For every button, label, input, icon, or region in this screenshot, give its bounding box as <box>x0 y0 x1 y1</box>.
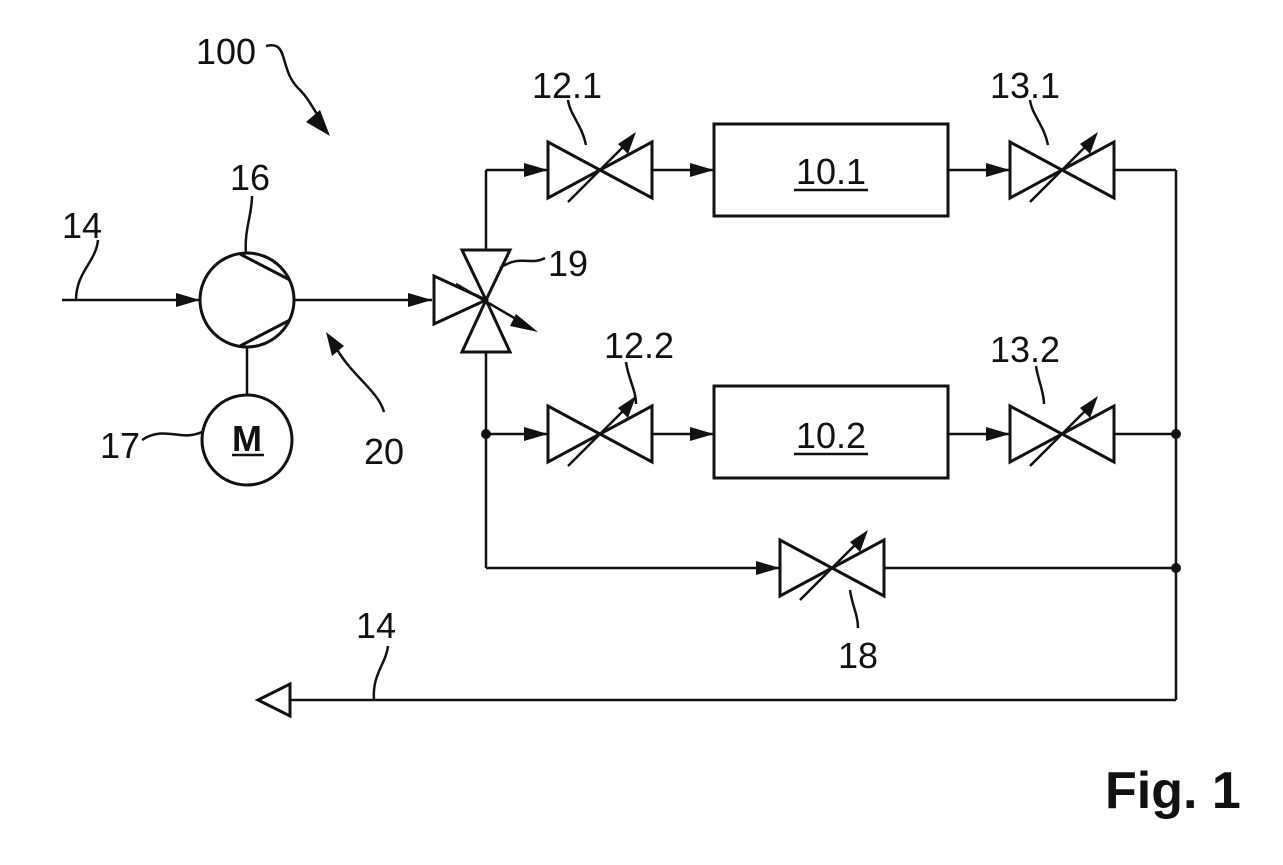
figure-label: Fig. 1 <box>1105 762 1241 820</box>
leader-line <box>334 344 384 412</box>
outlet-valve-symbol <box>1010 132 1114 202</box>
three-way-valve-label: 19 <box>548 243 588 284</box>
outlet-valve-1-label: 13.1 <box>990 65 1060 106</box>
flow-arrow <box>408 293 432 307</box>
return-outlet-symbol <box>258 684 290 716</box>
inlet-valve-symbol <box>548 132 652 202</box>
inlet-valve-1-label: 12.1 <box>532 65 602 106</box>
compressor-symbol <box>200 253 294 347</box>
motor-label: 17 <box>100 425 140 466</box>
motor-symbol-text: M <box>232 418 262 459</box>
flow-arrow <box>690 427 714 441</box>
component-1-label: 10.1 <box>796 151 866 192</box>
leader-line <box>76 240 98 300</box>
inlet-line-label: 14 <box>62 205 102 246</box>
outlet-valve-symbol <box>1010 396 1114 466</box>
component-2-label: 10.2 <box>796 415 866 456</box>
flow-arrow <box>306 110 330 136</box>
return-line-label: 14 <box>356 605 396 646</box>
leader-line <box>142 432 202 440</box>
bypass-valve-symbol <box>780 530 884 600</box>
inlet-valve-symbol <box>548 396 652 466</box>
leader-line <box>246 196 252 254</box>
outlet-label: 20 <box>364 431 404 472</box>
bypass-valve-label: 18 <box>838 635 878 676</box>
flow-arrow <box>326 332 344 356</box>
outlet-valve-2-label: 13.2 <box>990 329 1060 370</box>
flow-arrow <box>524 427 548 441</box>
junction-dot <box>1171 429 1181 439</box>
flow-arrow <box>986 163 1010 177</box>
system-label: 100 <box>196 31 256 72</box>
compressor-label: 16 <box>230 157 270 198</box>
flow-arrow <box>176 293 200 307</box>
junction-dot <box>1171 563 1181 573</box>
three-way-valve-symbol <box>434 250 538 352</box>
flow-arrow <box>690 163 714 177</box>
leader-line <box>1036 366 1044 404</box>
flow-arrow <box>524 163 548 177</box>
leader-line <box>374 646 388 700</box>
inlet-valve-2-label: 12.2 <box>604 325 674 366</box>
leader-line <box>568 100 586 145</box>
flow-arrow <box>756 561 780 575</box>
flow-arrow <box>986 427 1010 441</box>
leader-line <box>1030 100 1048 145</box>
leader-line <box>850 590 858 628</box>
leader-line <box>266 45 320 118</box>
leader-line <box>626 362 636 404</box>
